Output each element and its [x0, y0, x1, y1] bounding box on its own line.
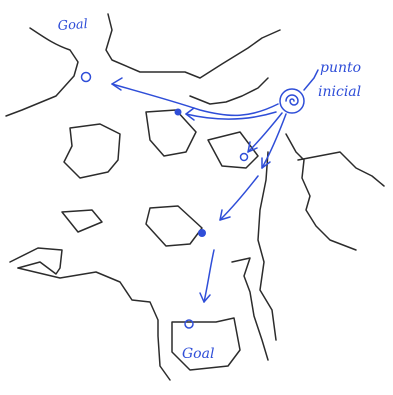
waypoint-center [198, 229, 206, 237]
wall-right [286, 134, 356, 250]
wall-inner-right [258, 152, 276, 340]
route-arrows [112, 78, 286, 302]
wall-left-middle [10, 248, 62, 274]
start-circle-outer [280, 89, 304, 113]
route-to-goal-top [112, 84, 278, 115]
wall-upper-corridor [190, 78, 268, 104]
wall-bottom-left [18, 268, 170, 380]
label-goal-bottom: Goal [182, 346, 214, 362]
obstacle-goal-bottom [172, 318, 240, 370]
waypoint-right [241, 154, 248, 161]
route-to-right [248, 113, 282, 152]
route-to-goal-bottom [204, 250, 214, 302]
waypoint-goal-bottom [185, 320, 193, 328]
labels: Goal punto inicial Goal [57, 17, 361, 362]
wall-top-right [106, 14, 280, 78]
label-goal-top: Goal [57, 17, 88, 34]
obstacle-center [146, 206, 202, 246]
waypoint-center-top [175, 109, 182, 116]
obstacles [62, 110, 258, 370]
start-spiral-icon [286, 95, 298, 105]
wall-top-left [6, 28, 78, 116]
wall-right-outer [298, 152, 384, 186]
obstacle-left [64, 124, 120, 178]
obstacle-small-left [62, 210, 102, 232]
start-label-pointer [304, 70, 318, 90]
start-marker [280, 70, 318, 113]
label-start-line1: punto [320, 60, 361, 76]
obstacle-center-top [146, 110, 196, 156]
waypoint-goal-top [82, 73, 91, 82]
route-to-center [220, 176, 258, 220]
label-start-line2: inicial [318, 84, 361, 100]
arrowhead-center-top [186, 108, 194, 120]
